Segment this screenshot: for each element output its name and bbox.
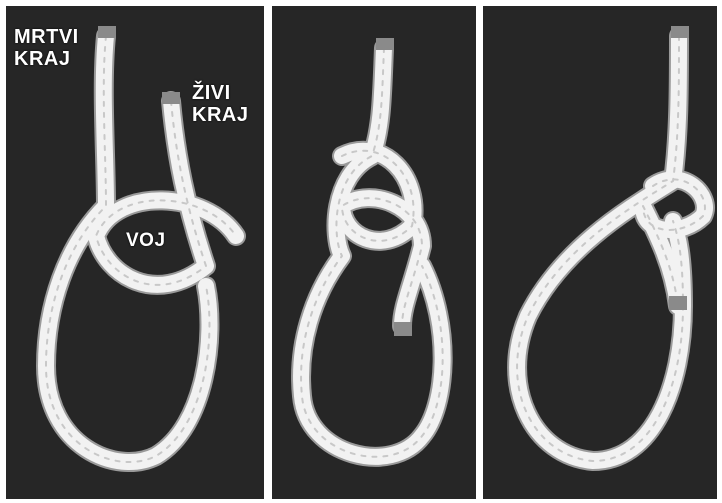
- dead-end-label-line-1: MRTVI: [14, 26, 79, 48]
- dead-end-label-line-2: KRAJ: [14, 48, 79, 70]
- rope-tip: [376, 38, 394, 50]
- live-end-label: ŽIVI KRAJ: [192, 82, 248, 126]
- rope-tip: [394, 322, 412, 336]
- dead-end-label: MRTVI KRAJ: [14, 26, 79, 70]
- rope-illustration-step-1: [6, 6, 264, 499]
- photo-panel-step-3: [483, 6, 717, 499]
- live-end-label-line-2: KRAJ: [192, 104, 248, 126]
- photo-panel-step-2: [272, 6, 476, 499]
- rope-tip: [671, 26, 689, 38]
- rope-illustration-step-3: [483, 6, 717, 499]
- loop-label: VOJ: [126, 230, 166, 252]
- rope-tip: [162, 92, 180, 104]
- photo-panel-step-1: MRTVI KRAJ ŽIVI KRAJ VOJ: [6, 6, 264, 499]
- rope-illustration-step-2: [272, 6, 476, 499]
- live-end-label-line-1: ŽIVI: [192, 82, 248, 104]
- rope-tip: [669, 296, 687, 310]
- rope-tip: [98, 26, 116, 38]
